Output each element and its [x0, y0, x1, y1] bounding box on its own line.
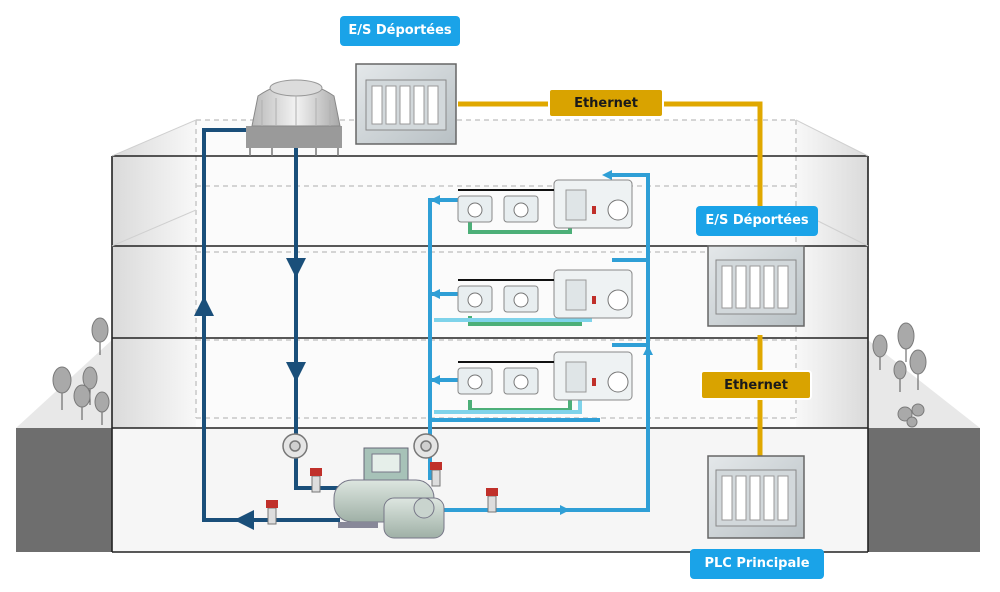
fan-coil-unit-icon	[457, 179, 633, 401]
cooling-tower-icon	[246, 79, 342, 156]
pipe-arrows	[430, 170, 653, 515]
control-cabinet-icon	[355, 63, 457, 145]
plc-main-label: PLC Principale	[690, 549, 824, 579]
control-cabinet-icon	[707, 245, 805, 327]
tree-icon	[872, 322, 927, 428]
remote-io-label-mid: E/S Déportées	[696, 206, 818, 236]
remote-io-label-top: E/S Déportées	[340, 16, 460, 46]
ethernet-label-top: Ethernet	[548, 88, 664, 118]
chilled-water-return-pipe	[428, 173, 650, 512]
pump-icon	[282, 433, 439, 459]
chiller-icon	[333, 447, 445, 539]
valve-icon	[266, 462, 498, 525]
ethernet-label-mid: Ethernet	[700, 370, 812, 400]
control-cabinet-icon	[707, 455, 805, 539]
tree-icon	[52, 317, 110, 425]
